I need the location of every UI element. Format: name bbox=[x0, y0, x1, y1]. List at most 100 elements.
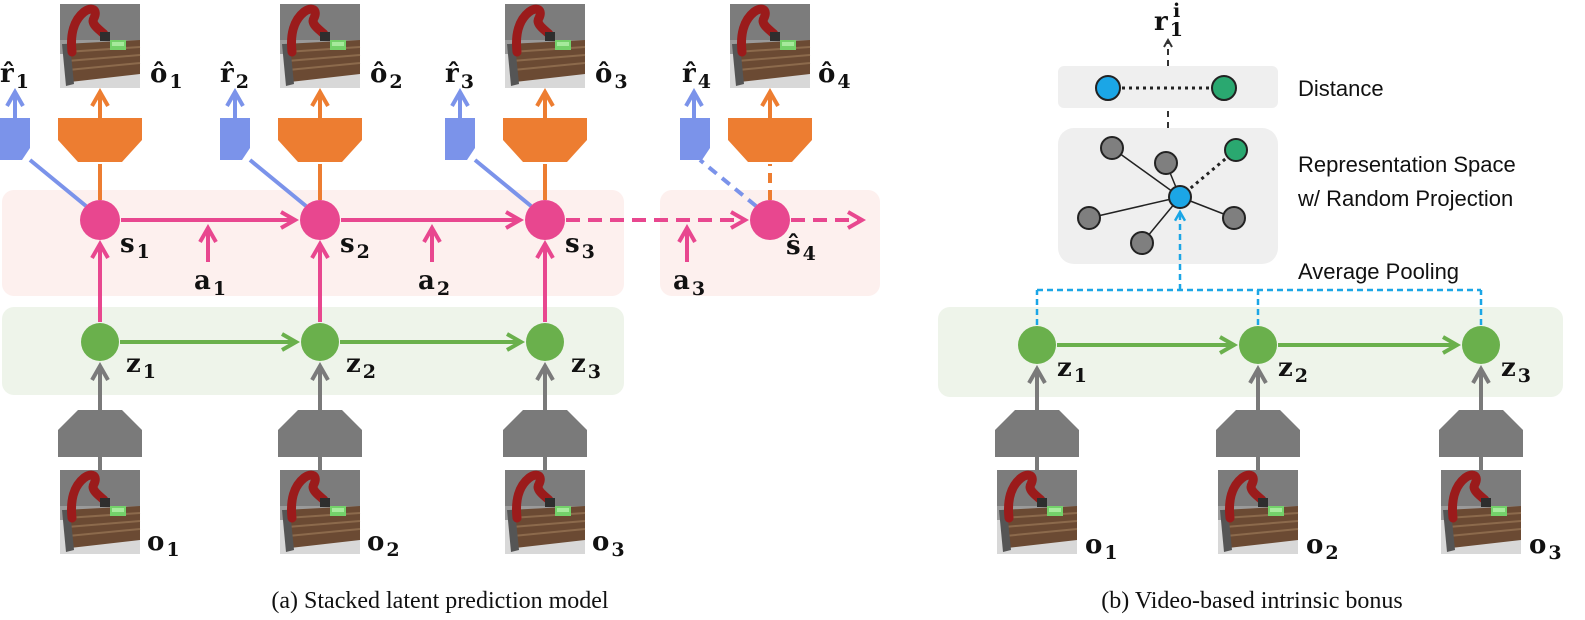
observation-image-1 bbox=[60, 470, 140, 554]
edges-layer bbox=[5, 37, 1491, 470]
reward-head-2 bbox=[220, 118, 250, 160]
representation-label-line2: w/ Random Projection bbox=[1297, 186, 1513, 211]
representation-link-1 bbox=[1111, 147, 1181, 198]
intrinsic-observation-label-1-base: o bbox=[1085, 530, 1102, 560]
latent-node-z3 bbox=[526, 323, 564, 361]
reconstruction-label-1-sub: 1 bbox=[169, 71, 182, 93]
reconstruction-label-1-base: ô bbox=[150, 59, 167, 89]
reward-label-2-base: r̂ bbox=[220, 59, 234, 89]
action-label-a1-base: a bbox=[194, 266, 211, 296]
reconstruction-label-3-sub: 3 bbox=[614, 71, 627, 93]
intrinsic-latent-label-z3-sub: 3 bbox=[1518, 365, 1531, 387]
state-node-s3 bbox=[525, 200, 565, 240]
distance-point-projected bbox=[1211, 75, 1237, 101]
observation-image-3 bbox=[505, 470, 585, 554]
state-label-s4-base: ŝ bbox=[786, 231, 801, 261]
action-label-a2-sub: 2 bbox=[437, 278, 450, 300]
encoder-2 bbox=[278, 410, 362, 457]
intrinsic-observation-label-2-sub: 2 bbox=[1325, 542, 1338, 564]
reconstruction-label-2-base: ô bbox=[370, 59, 387, 89]
reward-label-1: r̂1 bbox=[0, 59, 29, 93]
intrinsic-latent-node-z1 bbox=[1018, 326, 1056, 364]
observation-label-2-base: o bbox=[367, 527, 384, 557]
state-label-s2-base: s bbox=[340, 229, 355, 259]
reward-label-3-base: r̂ bbox=[445, 59, 459, 89]
reconstruction-label-2-sub: 2 bbox=[389, 71, 402, 93]
projected-point bbox=[1224, 138, 1248, 162]
distance-label: Distance bbox=[1298, 76, 1384, 101]
reconstruction-label-3-base: ô bbox=[595, 59, 612, 89]
state-label-s2-sub: 2 bbox=[357, 241, 370, 263]
observation-label-2-sub: 2 bbox=[386, 539, 399, 561]
reward-label-4-sub: 4 bbox=[698, 71, 711, 93]
intrinsic-latent-label-z3-base: z bbox=[1501, 353, 1516, 383]
state-to-reward-edge-2 bbox=[248, 158, 308, 208]
latent-node-z1 bbox=[81, 323, 119, 361]
reward-head-1 bbox=[0, 118, 30, 160]
state-node-s2 bbox=[300, 200, 340, 240]
distance-point-embedded bbox=[1095, 75, 1121, 101]
decoder-1 bbox=[58, 118, 142, 162]
reconstruction-image-3 bbox=[505, 4, 585, 88]
intrinsic-encoder-3 bbox=[1439, 410, 1523, 457]
intrinsic-latent-label-z1-base: z bbox=[1057, 353, 1072, 383]
intrinsic-observation-image-3 bbox=[1441, 470, 1521, 554]
representation-point-2 bbox=[1154, 151, 1178, 175]
observation-label-1-base: o bbox=[147, 527, 164, 557]
intrinsic-latent-label-z2-base: z bbox=[1278, 353, 1293, 383]
representation-link-3 bbox=[1088, 196, 1181, 219]
reward-head-3 bbox=[445, 118, 475, 160]
decoder-4 bbox=[728, 118, 812, 162]
predicted-state-band bbox=[660, 190, 880, 296]
representation-box bbox=[1058, 128, 1278, 264]
latent-label-z2-sub: 2 bbox=[363, 361, 376, 383]
nodes-layer bbox=[80, 75, 1500, 364]
reward-label-2: r̂2 bbox=[220, 59, 249, 93]
shapes-layer bbox=[0, 4, 1523, 554]
action-label-a3-base: a bbox=[673, 266, 690, 296]
intrinsic-latent-label-z2-sub: 2 bbox=[1295, 365, 1308, 387]
state-label-s1-sub: 1 bbox=[137, 241, 150, 263]
reconstruction-image-2 bbox=[280, 4, 360, 88]
latent-node-z2 bbox=[301, 323, 339, 361]
intrinsic-reward-label-sub: 1 bbox=[1170, 19, 1183, 41]
intrinsic-observation-image-1 bbox=[997, 470, 1077, 554]
state-to-reward-edge-3 bbox=[473, 158, 533, 208]
reward-label-1-base: r̂ bbox=[0, 59, 14, 89]
state-label-s3-base: s bbox=[565, 229, 580, 259]
reward-label-3: r̂3 bbox=[445, 59, 474, 93]
intrinsic-reward-label-sup: i bbox=[1173, 0, 1180, 22]
reconstruction-label-4-base: ô bbox=[818, 59, 835, 89]
representation-point-5 bbox=[1222, 206, 1246, 230]
intrinsic-observation-image-2 bbox=[1218, 470, 1298, 554]
reward-label-1-sub: 1 bbox=[16, 71, 29, 93]
state-label-s3-sub: 3 bbox=[582, 241, 595, 263]
observation-image-2 bbox=[280, 470, 360, 554]
observation-label-1-sub: 1 bbox=[166, 539, 179, 561]
observation-label-3-sub: 3 bbox=[611, 539, 624, 561]
state-node-s4-predicted bbox=[750, 200, 790, 240]
caption-panel-b: (b) Video-based intrinsic bonus bbox=[1101, 588, 1402, 614]
pooling-label: Average Pooling bbox=[1298, 259, 1459, 284]
reconstruction-image-4 bbox=[730, 4, 810, 88]
intrinsic-latent-node-z2 bbox=[1239, 326, 1277, 364]
reward-head-4 bbox=[680, 118, 710, 160]
encoder-3 bbox=[503, 410, 587, 457]
state-label-s4-sub: 4 bbox=[803, 243, 816, 265]
